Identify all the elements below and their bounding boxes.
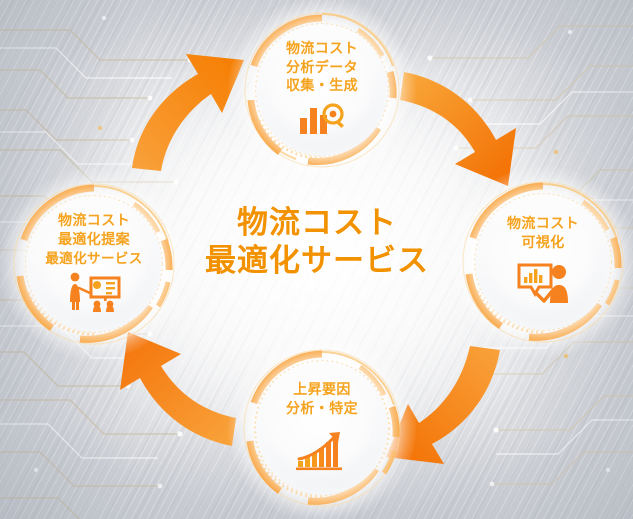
node-optimization-proposal[interactable]: 物流コスト 最適化提案 最適化サービス bbox=[0, 168, 190, 360]
bar-chart-magnifier-icon bbox=[298, 102, 346, 140]
node-label-line: 最適化サービス bbox=[45, 250, 143, 267]
node-label-line: 物流コスト bbox=[58, 213, 130, 230]
node-factor-analysis[interactable]: 上昇要因 分析・特定 bbox=[228, 333, 416, 519]
node-label-group: 物流コスト 可視化 bbox=[507, 215, 579, 253]
node-label-line: 物流コスト bbox=[507, 216, 579, 233]
node-label-line: 上昇要因 bbox=[293, 382, 351, 399]
node-visualization[interactable]: 物流コスト 可視化 bbox=[447, 166, 633, 358]
node-disc bbox=[256, 361, 388, 495]
node-label-line: 物流コスト bbox=[286, 40, 358, 57]
node-label-line: 分析データ bbox=[286, 59, 358, 76]
node-label-group: 物流コスト 分析データ 収集・生成 bbox=[286, 40, 358, 96]
title-line: 最適化サービス bbox=[205, 242, 429, 279]
node-label-group: 上昇要因 分析・特定 bbox=[286, 381, 358, 419]
page-title: 物流コスト 最適化サービス bbox=[186, 205, 448, 281]
node-disc bbox=[475, 194, 611, 330]
title-line: 物流コスト bbox=[237, 205, 397, 241]
node-label-line: 最適化提案 bbox=[58, 231, 130, 248]
node-label-group: 物流コスト 最適化提案 最適化サービス bbox=[45, 212, 142, 268]
node-label-line: 可視化 bbox=[521, 235, 565, 251]
presentation-person-icon bbox=[517, 263, 569, 309]
node-data-collection[interactable]: 物流コスト 分析データ 収集・生成 bbox=[228, 0, 416, 184]
rising-bar-arrow-icon bbox=[296, 431, 348, 475]
presenter-whiteboard-audience-icon bbox=[66, 272, 122, 316]
node-label-line: 分析・特定 bbox=[286, 401, 358, 417]
node-label-line: 収集・生成 bbox=[286, 78, 358, 95]
